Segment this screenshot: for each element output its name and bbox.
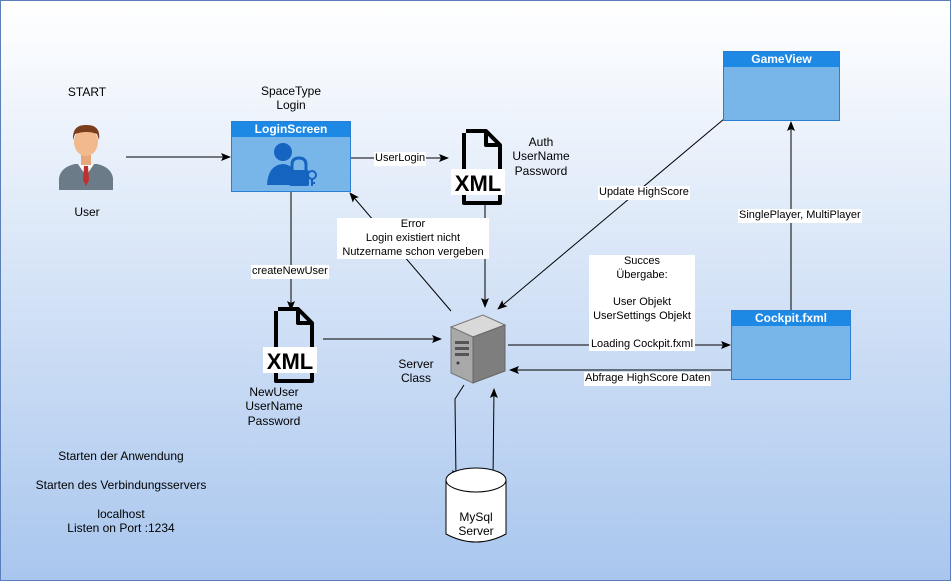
gameview-title: GameView (724, 52, 839, 67)
edge-server-to-mysql (451, 384, 465, 480)
auth-xml-caption: Auth UserName Password (512, 135, 570, 178)
edge-label-single-multi: SinglePlayer, MultiPlayer (738, 209, 862, 223)
xml-glyph: XML (267, 349, 313, 374)
server-label: Server Class (398, 357, 434, 386)
user-lock-icon (267, 143, 317, 186)
newuser-xml-caption: NewUser UserName Password (245, 385, 303, 428)
loginscreen-title: LoginScreen (232, 122, 350, 137)
cockpit-window[interactable]: Cockpit.fxml (731, 310, 851, 380)
gameview-window[interactable]: GameView (723, 51, 840, 121)
mysql-label: MySql Server (458, 510, 494, 539)
login-title: SpaceType Login (260, 84, 322, 113)
edge-label-abfrage: Abfrage HighScore Daten (584, 372, 712, 386)
edge-label-userlogin: UserLogin (374, 152, 427, 166)
start-label: START (67, 85, 107, 99)
edge-label-create-new-user: createNewUser (251, 265, 329, 279)
edge-label-succes: Succes Übergabe: User Objekt UserSetting… (589, 255, 695, 352)
xml-glyph: XML (455, 171, 501, 196)
edge-mysql-to-server (489, 388, 498, 480)
notes-text: Starten der Anwendung Starten des Verbin… (35, 449, 207, 535)
edge-gameview-to-server (497, 118, 725, 310)
cockpit-title: Cockpit.fxml (732, 311, 850, 326)
edge-label-update-highscore: Update HighScore (598, 186, 690, 200)
database-icon (445, 467, 507, 543)
loginscreen-window[interactable]: LoginScreen (231, 121, 351, 192)
xml-file-icon: XML (451, 129, 505, 205)
server-icon (449, 314, 507, 384)
xml-file-icon: XML (263, 307, 317, 383)
user-label: User (74, 205, 100, 219)
edge-label-error: Error Login existiert nicht Nutzername s… (337, 218, 489, 260)
user-icon (59, 124, 113, 190)
